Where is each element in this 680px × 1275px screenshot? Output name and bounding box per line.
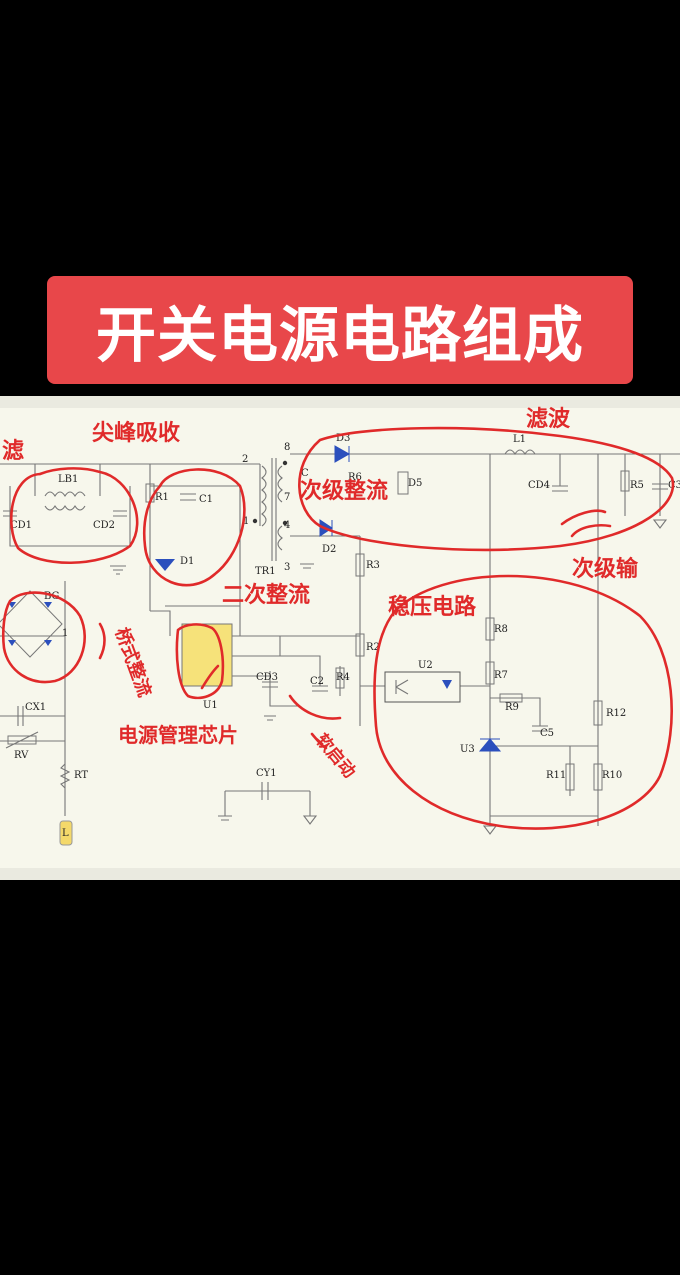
capacitor-cx1 (17, 706, 24, 726)
annotation-filter-left: 滤 (2, 439, 24, 464)
label-r2: R2 (366, 642, 380, 653)
label-r8: R8 (494, 624, 508, 635)
varistor-rv (5, 731, 39, 749)
label-u1: U1 (203, 700, 218, 711)
annotation-filter-right: 滤波 (526, 407, 571, 432)
annotation-ink (1, 426, 675, 830)
circuit-diagram: LB1 CD1 CD2 R1 C1 D1 TR1 D3 D2 D5 R6 C L… (0, 396, 680, 880)
resistor-r2 (355, 633, 365, 657)
label-rt: RT (74, 770, 88, 781)
label-rv: RV (14, 750, 29, 761)
capacitor-c3 (652, 483, 668, 490)
fuse-terminal (59, 820, 73, 846)
optocoupler-u2 (384, 671, 461, 703)
label-pin8: 8 (284, 442, 290, 453)
inductor-l1 (504, 449, 536, 456)
capacitor-cd3 (262, 681, 278, 688)
ground-symbols (110, 519, 668, 835)
label-pin4: 4 (284, 520, 290, 531)
resistor-r3 (355, 553, 365, 577)
label-u2: U2 (418, 660, 433, 671)
resistor-r5 (620, 470, 630, 492)
label-pin1: 1 (243, 516, 249, 527)
capacitor-c2 (312, 685, 328, 692)
label-cy1: CY1 (256, 768, 277, 779)
label-d3: D3 (336, 433, 350, 444)
resistor-r10 (593, 763, 603, 791)
label-c-top: C (301, 468, 309, 479)
label-r3: R3 (366, 560, 380, 571)
label-pin3: 3 (284, 562, 290, 573)
diode-d1 (155, 559, 175, 571)
resistor-r12 (593, 700, 603, 726)
resistor-r11 (565, 763, 575, 791)
annotation-secondary-rect-top: 次级整流 (300, 478, 388, 504)
chip-u1 (181, 623, 233, 687)
capacitor-cd2 (113, 510, 127, 517)
resistor-r9 (499, 693, 523, 703)
bridge-rectifier-bg (0, 590, 63, 658)
label-lb1: LB1 (58, 474, 78, 485)
thermistor-rt (59, 763, 71, 789)
label-r4: R4 (336, 672, 350, 683)
label-r7: R7 (494, 670, 508, 681)
label-l1: L1 (513, 434, 526, 445)
label-c1: C1 (199, 494, 213, 505)
label-cd1: CD1 (10, 520, 32, 531)
label-cd4: CD4 (528, 480, 550, 491)
label-r1: R1 (155, 492, 169, 503)
annotation-secondary-rect-mid: 二次整流 (222, 582, 310, 608)
label-tr1: TR1 (255, 566, 276, 577)
label-u3: U3 (460, 744, 475, 755)
capacitor-cd4 (552, 485, 568, 492)
capacitor-c1 (180, 493, 196, 501)
annotation-pm-chip: 电源管理芯片 (118, 723, 238, 747)
label-pin7: 7 (284, 492, 290, 503)
label-fuse-tag: L (62, 828, 69, 839)
regulator-u3 (478, 738, 502, 752)
diode-d3 (334, 445, 351, 463)
label-r10: R10 (602, 770, 622, 781)
label-c5: C5 (540, 728, 554, 739)
transformer-tr1 (252, 458, 288, 561)
capacitor-cy1 (261, 782, 269, 800)
capacitor-c5 (532, 725, 548, 732)
label-r6: R6 (348, 472, 362, 483)
annotation-spike-absorb: 尖峰吸收 (92, 420, 180, 446)
annotation-regulator: 稳压电路 (388, 594, 477, 620)
label-c2: C2 (310, 676, 324, 687)
label-cx1: CX1 (25, 702, 46, 713)
diode-d5 (397, 471, 409, 495)
component-labels: LB1 CD1 CD2 R1 C1 D1 TR1 D3 D2 D5 R6 C L… (10, 433, 680, 839)
label-d2: D2 (322, 544, 336, 555)
label-pin2: 2 (242, 454, 248, 465)
page-title: 开关电源电路组成 (96, 300, 584, 371)
label-cd2: CD2 (93, 520, 115, 531)
label-r9: R9 (505, 702, 519, 713)
label-d1: D1 (180, 556, 194, 567)
label-pin-bg: 1 (62, 628, 68, 639)
annotation-secondary-out: 次级输 (572, 556, 639, 582)
inductor-lb1 (44, 491, 86, 511)
resistor-r4 (335, 667, 345, 689)
label-d5: D5 (408, 478, 422, 489)
resistor-r7 (485, 661, 495, 685)
title-banner: 开关电源电路组成 (47, 276, 633, 384)
label-r5: R5 (630, 480, 644, 491)
label-cd3: CD3 (256, 672, 278, 683)
label-r11: R11 (546, 770, 566, 781)
label-bg: BG (44, 591, 60, 602)
label-r12: R12 (606, 708, 626, 719)
resistor-r8 (485, 617, 495, 641)
